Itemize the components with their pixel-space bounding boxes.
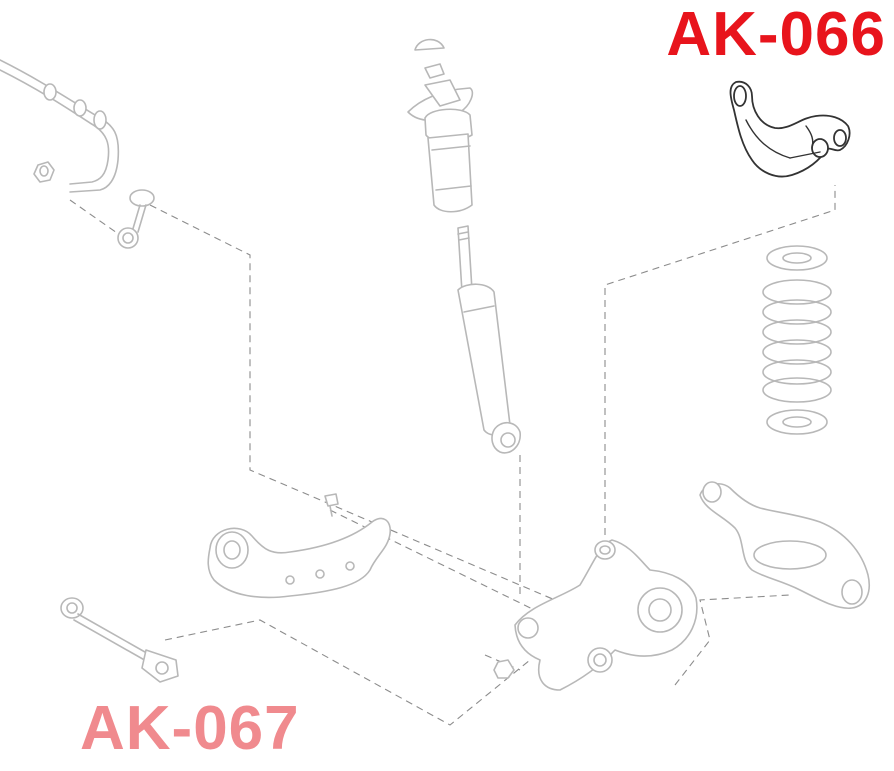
lower-control-arm xyxy=(699,481,870,610)
bushing-nut xyxy=(33,161,55,183)
upper-control-arm xyxy=(729,80,851,178)
knuckle-hub xyxy=(514,539,698,691)
leader-lines xyxy=(69,185,836,726)
spring-upper-seat xyxy=(766,245,828,271)
stabilizer-link xyxy=(117,189,155,249)
upper-arm-part-code: AK-066 xyxy=(666,0,886,69)
trailing-arm xyxy=(207,493,392,599)
shock-absorber-upper-mount xyxy=(407,38,474,213)
stabilizer-bar xyxy=(0,59,120,193)
spring-lower-seat xyxy=(766,409,828,435)
toe-link xyxy=(60,597,179,683)
coil-spring xyxy=(762,279,832,403)
shock-absorber xyxy=(457,225,521,454)
trailing-arm-part-code: AK-067 xyxy=(80,694,300,763)
knuckle-bolt xyxy=(493,659,515,679)
